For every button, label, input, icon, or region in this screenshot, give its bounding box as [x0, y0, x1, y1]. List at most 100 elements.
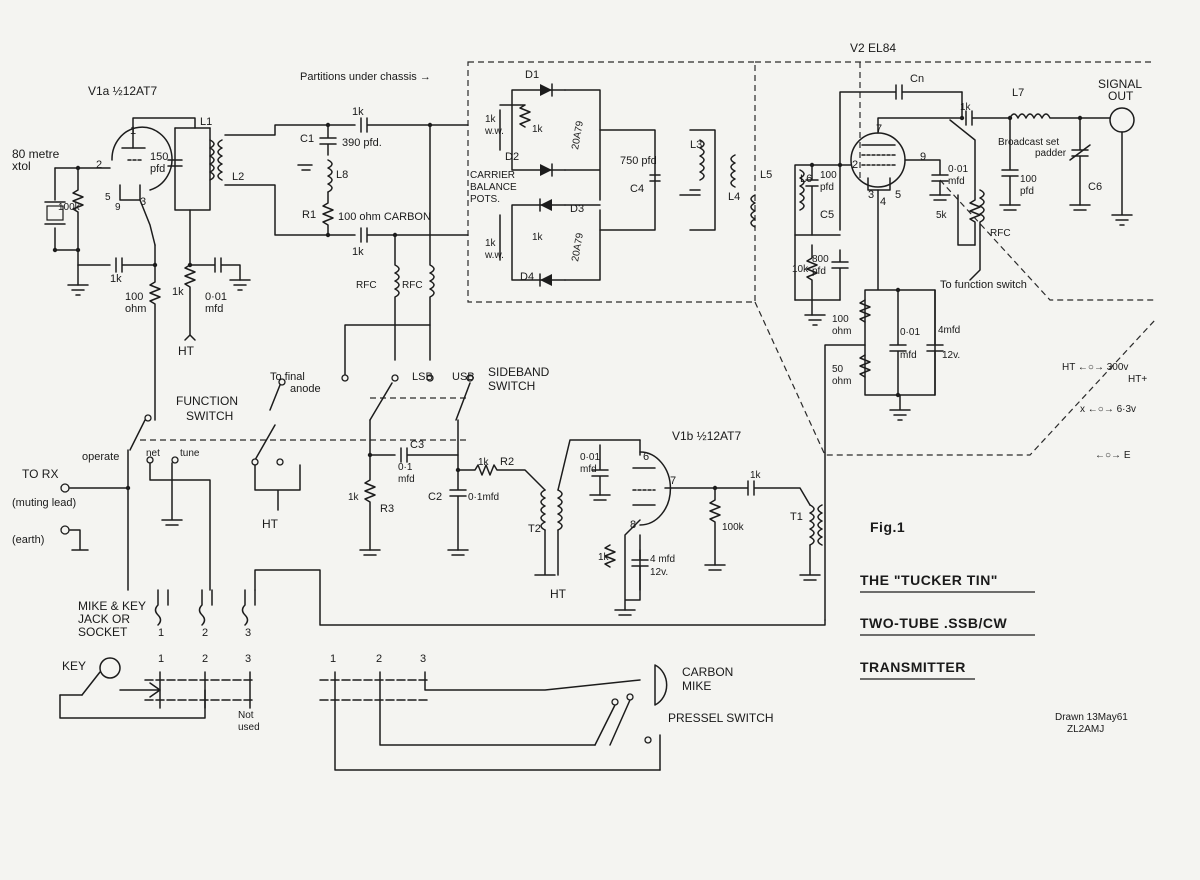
label-cap4-v2-2: 12v.: [942, 350, 960, 361]
label-cap4-v2-1: 4mfd: [938, 325, 960, 336]
label-carrier-balance-3: POTS.: [470, 194, 500, 205]
label-diode-type-a: 20A79: [570, 120, 586, 151]
label-res100k-b: 100k: [722, 522, 745, 533]
label-carrier-balance-2: BALANCE: [470, 182, 517, 193]
label-to-function-switch: To function switch: [940, 279, 1027, 291]
label-res100k-a: 100k: [58, 202, 81, 213]
label-res1k-osc-grid: 1k: [110, 273, 122, 285]
label-ht-300v-1: HT ←○→ 300v: [1062, 362, 1128, 373]
label-cn: Cn: [910, 73, 924, 85]
label-cap100b-2: pfd: [1020, 186, 1034, 197]
label-cap001-cath-1: 0·01: [900, 327, 920, 338]
label-muting-lead: (muting lead): [12, 497, 76, 509]
label-cap4-v1b-1: 4 mfd: [650, 554, 675, 565]
carbon-mike-symbol: [654, 664, 668, 706]
label-ht-2: HT: [262, 517, 279, 531]
v1b-pin-6: 6: [643, 451, 649, 463]
label-res1k-v1b-out: 1k: [750, 470, 762, 481]
label-res1k-c3: 1k: [478, 457, 490, 468]
label-rfc3: RFC: [990, 228, 1011, 239]
label-res1k-bottom: 1k: [352, 246, 364, 258]
label-bal2-1: 1k: [485, 238, 497, 249]
label-fig: Fig.1: [870, 519, 905, 535]
label-res50ohm-2: ohm: [832, 376, 851, 387]
label-l6: L6: [800, 173, 812, 185]
label-mike-pin1: 1: [330, 653, 336, 665]
label-res100ohm-v2-1: 100: [832, 314, 849, 325]
label-cap750: 750 pfd: [620, 155, 657, 167]
label-padder-1: Broadcast set: [998, 137, 1059, 148]
partition-dashed-lines: [140, 61, 1156, 456]
label-earth: (earth): [12, 534, 44, 546]
label-mike-pin2: 2: [376, 653, 382, 665]
label-t2: T2: [528, 523, 541, 535]
label-cap800-2: pfd: [812, 266, 826, 277]
v2-el84-stage: [750, 84, 1135, 621]
label-e: ←○→ E: [1095, 450, 1131, 461]
label-bal1-1: 1k: [485, 114, 497, 125]
label-c3-val-1: 0·1: [398, 462, 413, 473]
label-title-1: THE "TUCKER TIN": [860, 572, 998, 588]
label-tune: tune: [180, 448, 200, 459]
label-key: KEY: [62, 659, 86, 673]
pin-3: 3: [140, 196, 146, 208]
label-pressel: PRESSEL SWITCH: [668, 711, 774, 725]
label-jack-pin2: 2: [202, 627, 208, 639]
v1b-pin-8: 8: [630, 519, 636, 531]
label-sideband-1: SIDEBAND: [488, 365, 550, 379]
label-res100ohm-2: ohm: [125, 303, 146, 315]
label-key-pin1: 1: [158, 653, 164, 665]
coil-l1: [209, 139, 215, 181]
v2-pin-2: 2: [852, 159, 858, 171]
label-jack-3: SOCKET: [78, 625, 128, 639]
coil-l6: [799, 169, 805, 211]
label-function-switch-1: FUNCTION: [176, 394, 238, 408]
label-res5k: 5k: [936, 210, 948, 221]
label-cap001-v2-2: mfd: [948, 176, 965, 187]
component-labels: V1a ½12AT7 V2 EL84 V1b ½12AT7 80 metre x…: [12, 41, 1147, 735]
label-cap001-v1b-2: mfd: [580, 464, 597, 475]
label-res10k: 10k: [792, 264, 809, 275]
label-l7: L7: [1012, 87, 1024, 99]
label-signal-out-1: SIGNAL: [1098, 77, 1142, 91]
label-cap4-v1b-2: 12v.: [650, 567, 668, 578]
label-cap001-cath-2: mfd: [900, 350, 917, 361]
label-bal1-2: w.w.: [484, 126, 504, 137]
label-res1k-d2: 1k: [532, 232, 544, 243]
label-res100ohm-v2-2: ohm: [832, 326, 851, 337]
label-d3: D3: [570, 203, 584, 215]
label-ht-3: HT: [550, 587, 567, 601]
label-carbon-mike-2: MIKE: [682, 679, 711, 693]
label-c2: C2: [428, 491, 442, 503]
label-r3: R3: [380, 503, 394, 515]
v1b-pin-7: 7: [670, 475, 676, 487]
label-d2: D2: [505, 151, 519, 163]
label-l8: L8: [336, 169, 348, 181]
label-operate: operate: [82, 451, 119, 463]
label-c3-val-2: mfd: [398, 474, 415, 485]
label-c4: C4: [630, 183, 644, 195]
label-x-63v: x ←○→ 6·3v: [1080, 404, 1136, 415]
label-l1: L1: [200, 116, 212, 128]
label-l2: L2: [232, 171, 244, 183]
label-d4: D4: [520, 271, 534, 283]
label-l3: L3: [690, 139, 702, 151]
label-c3: C3: [410, 439, 424, 451]
label-key-pin2: 2: [202, 653, 208, 665]
label-l4: L4: [728, 191, 740, 203]
label-cap001-osc-1: 0·01: [205, 291, 227, 303]
label-title-3: TRANSMITTER: [860, 659, 966, 675]
label-res1k-r3: 1k: [348, 492, 360, 503]
v2-pin-3: 3: [868, 189, 874, 201]
label-res1k-cath: 1k: [598, 552, 610, 563]
label-cap001-v2-1: 0·01: [948, 164, 968, 175]
label-c1: C1: [300, 133, 314, 145]
label-signal-out-2: OUT: [1108, 89, 1134, 103]
v1b-audio-stage: [589, 439, 823, 616]
label-l5: L5: [760, 169, 772, 181]
label-ht-1: HT: [178, 344, 195, 358]
label-jack-pin1: 1: [158, 627, 164, 639]
label-cap001-osc-2: mfd: [205, 303, 223, 315]
